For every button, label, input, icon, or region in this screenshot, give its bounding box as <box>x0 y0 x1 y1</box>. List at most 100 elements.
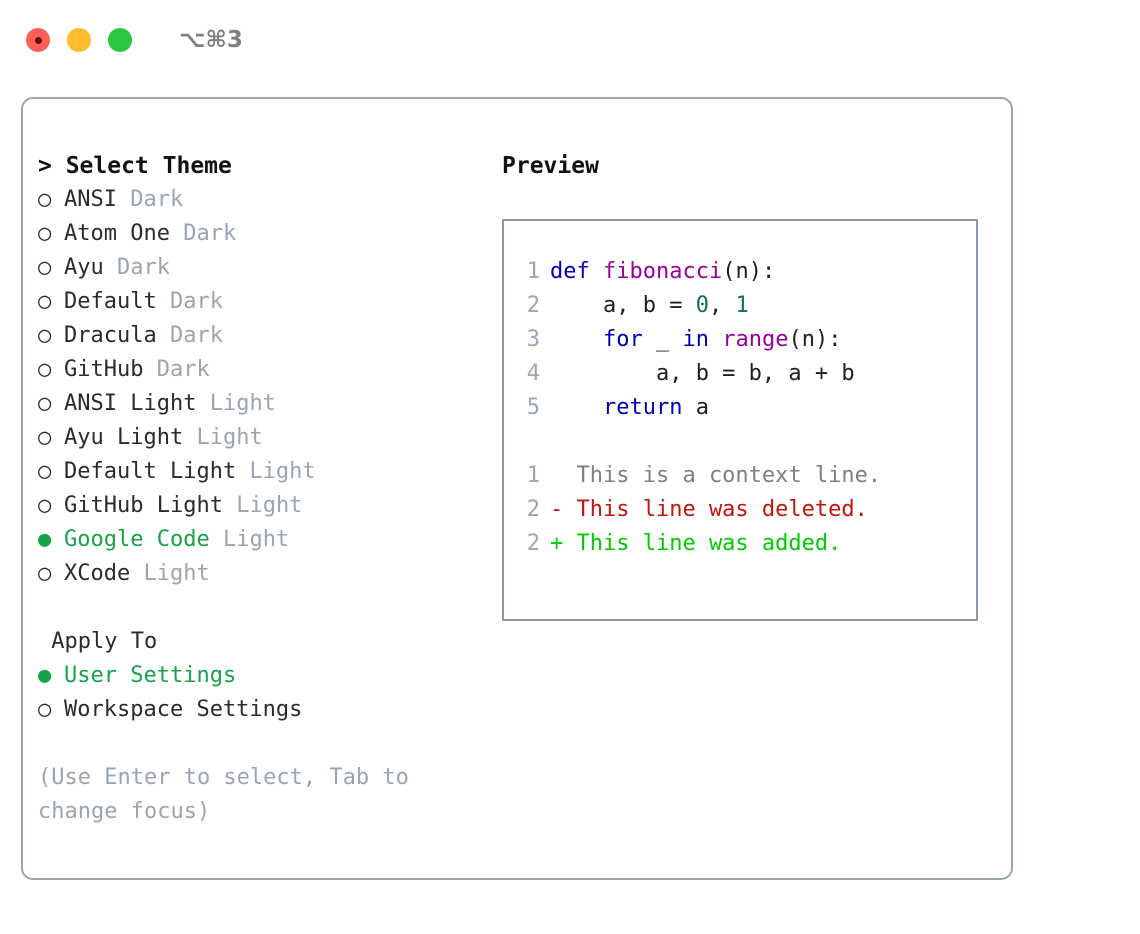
diff-line-text: - This line was deleted. <box>550 497 868 522</box>
diff-line-text: + This line was added. <box>550 531 842 556</box>
theme-option-label: Default Light <box>64 459 237 484</box>
theme-label-gap <box>104 255 117 280</box>
code-token: a <box>682 395 709 420</box>
theme-option-default-light[interactable]: ○Default Light Light <box>38 455 498 489</box>
minimize-button[interactable] <box>67 28 91 52</box>
theme-option-ansi-light[interactable]: ○ ANSI Light Light <box>38 387 498 421</box>
zoom-button[interactable] <box>108 28 132 52</box>
code-line-number: 5 <box>526 395 540 420</box>
theme-option-list[interactable]: ○ANSI Dark○Atom One Dark○Ayu Dark○Defaul… <box>38 183 498 591</box>
preview-title: Preview <box>502 153 599 179</box>
code-token: def <box>550 259 590 284</box>
diff-line: 1 This is a context line. <box>514 459 976 493</box>
theme-label-gap <box>170 221 183 246</box>
radio-unselected-icon: ○ <box>38 255 52 280</box>
code-line-number: 3 <box>526 327 540 352</box>
radio-unselected-icon: ○ <box>38 323 52 348</box>
apply-to-option-user-settings[interactable]: ● User Settings <box>38 659 498 693</box>
theme-option-github[interactable]: ○ GitHub Dark <box>38 353 498 387</box>
theme-variant-tag: Light <box>236 493 303 518</box>
apply-to-option-list[interactable]: ● User Settings ○ Workspace Settings <box>38 659 498 727</box>
code-token <box>590 259 603 284</box>
theme-option-dracula[interactable]: ○Dracula Dark <box>38 319 498 353</box>
diff-sample: 1 This is a context line. 2 - This line wa… <box>514 459 976 561</box>
apply-to-label: Apply To <box>51 629 158 654</box>
code-token: (n): <box>722 259 776 284</box>
theme-option-xcode[interactable]: ○XCode Light <box>38 557 498 591</box>
window-controls <box>26 28 132 52</box>
keyboard-hint-text: (Use Enter to select, Tab to change focu… <box>38 765 423 824</box>
radio-unselected-icon: ○ <box>38 493 52 518</box>
code-token: return <box>602 395 683 420</box>
theme-picker-dialog: > Select Theme ○ANSI Dark○Atom One Dark○… <box>21 97 1013 880</box>
theme-variant-tag: Dark <box>117 255 170 280</box>
apply-to-option-workspace-settings[interactable]: ○ Workspace Settings <box>38 693 498 727</box>
diff-line: 2 + This line was added. <box>514 527 976 561</box>
theme-option-label: ANSI Light <box>64 391 197 416</box>
theme-label-gap <box>196 391 209 416</box>
code-token: fibonacci <box>603 259 723 284</box>
code-token <box>550 395 603 420</box>
diff-line-text: This is a context line. <box>550 463 882 488</box>
radio-unselected-icon: ○ <box>38 697 52 722</box>
theme-variant-tag: Light <box>209 391 276 416</box>
code-token: _ <box>642 327 683 352</box>
theme-label-gap <box>117 187 130 212</box>
diff-line: 2 - This line was deleted. <box>514 493 976 527</box>
radio-unselected-icon: ○ <box>38 221 52 246</box>
radio-unselected-icon: ○ <box>38 357 52 382</box>
radio-selected-icon: ● <box>38 663 52 688</box>
code-token: in <box>682 327 709 352</box>
theme-option-ayu[interactable]: ○ Ayu Dark <box>38 251 498 285</box>
theme-label-gap <box>223 493 236 518</box>
radio-unselected-icon: ○ <box>38 187 52 212</box>
keyboard-shortcut-label: ⌥⌘3 <box>179 27 243 53</box>
theme-variant-tag: Light <box>196 425 263 450</box>
code-diff-gap <box>514 425 976 459</box>
diff-line-number: 2 <box>526 497 540 522</box>
theme-list-panel: > Select Theme ○ANSI Dark○Atom One Dark○… <box>38 149 498 829</box>
theme-variant-tag: Light <box>222 527 290 552</box>
theme-label-gap <box>130 561 143 586</box>
code-line-number: 2 <box>526 293 540 318</box>
list-spacer <box>38 591 498 625</box>
theme-option-label: Dracula <box>64 323 157 348</box>
code-line: 3 for _ in range(n): <box>514 323 976 357</box>
theme-option-label: Ayu Light <box>64 425 184 450</box>
theme-option-label: Atom One <box>64 221 170 246</box>
code-line-number: 1 <box>526 259 540 284</box>
close-button[interactable] <box>26 28 50 52</box>
code-token: range <box>722 327 789 352</box>
theme-option-label: XCode <box>64 561 131 586</box>
theme-label-gap <box>157 323 170 348</box>
code-line: 5 return a <box>514 391 976 425</box>
theme-label-gap <box>157 289 170 314</box>
theme-option-ansi[interactable]: ○ANSI Dark <box>38 183 498 217</box>
diff-line-number: 2 <box>526 531 540 556</box>
code-token <box>709 327 722 352</box>
apply-to-indent <box>38 629 51 654</box>
theme-option-default[interactable]: ○Default Dark <box>38 285 498 319</box>
diff-line-number: 1 <box>526 463 540 488</box>
theme-option-google-code[interactable]: ●Google Code Light <box>38 523 498 557</box>
theme-option-label: GitHub <box>64 357 144 382</box>
theme-option-ayu-light[interactable]: ○ Ayu Light Light <box>38 421 498 455</box>
window-title-bar: ⌥⌘3 <box>0 0 1140 80</box>
theme-option-github-light[interactable]: ○GitHub Light Light <box>38 489 498 523</box>
theme-variant-tag: Dark <box>130 187 184 212</box>
code-line: 2 a, b = 0, 1 <box>514 289 976 323</box>
apply-to-option-label: Workspace Settings <box>64 697 303 722</box>
apply-to-header: Apply To <box>38 625 498 659</box>
theme-option-label: Default <box>64 289 157 314</box>
theme-variant-tag: Dark <box>156 357 210 382</box>
apply-to-option-label: User Settings <box>64 663 237 688</box>
select-theme-header: > Select Theme <box>38 153 232 179</box>
code-token: a, b = b, a + b <box>550 361 855 386</box>
theme-option-atom-one[interactable]: ○Atom One Dark <box>38 217 498 251</box>
radio-selected-icon: ● <box>38 527 52 552</box>
theme-option-label: Ayu <box>64 255 104 280</box>
radio-unselected-icon: ○ <box>38 391 52 416</box>
code-token: 1 <box>735 293 749 318</box>
radio-unselected-icon: ○ <box>38 425 52 450</box>
